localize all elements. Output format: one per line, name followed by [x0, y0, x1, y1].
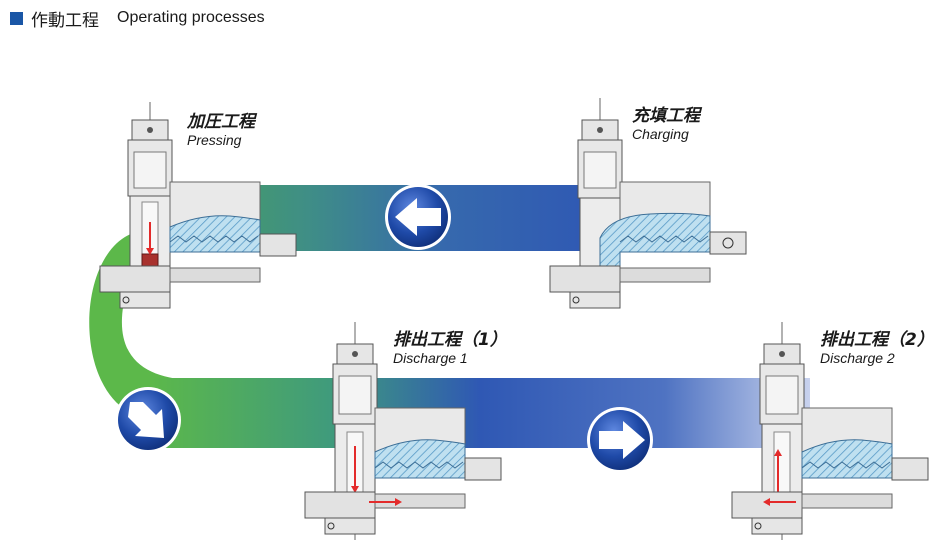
label-pressing-jp: 加圧工程 [187, 112, 255, 132]
header-square-icon [10, 11, 23, 25]
label-pressing: 加圧工程 Pressing [187, 112, 255, 148]
label-charging-en: Charging [632, 126, 689, 142]
label-discharge-1-en: Discharge 1 [393, 350, 468, 366]
machine-discharge-1 [304, 322, 502, 540]
section-header: 作動工程 Operating processes [10, 6, 265, 31]
machine-pressing [99, 102, 297, 309]
label-charging: 充填工程 Charging [632, 106, 700, 142]
machine-discharge-2 [731, 322, 929, 540]
machine-charging [549, 98, 747, 309]
label-charging-jp: 充填工程 [632, 106, 700, 126]
label-discharge-1: 排出工程（1） Discharge 1 [393, 330, 507, 366]
label-discharge-1-jp: 排出工程（1） [393, 330, 507, 350]
label-discharge-2-jp: 排出工程（2） [820, 330, 934, 350]
flow-band-bottom [150, 378, 810, 448]
arrow-down-right-icon [115, 387, 181, 453]
arrow-right-icon [587, 407, 653, 473]
header-title-en: Operating processes [117, 9, 265, 26]
label-discharge-2-en: Discharge 2 [820, 350, 895, 366]
header-title-jp: 作動工程 [31, 10, 99, 31]
label-discharge-2: 排出工程（2） Discharge 2 [820, 330, 934, 366]
arrow-left-icon [385, 184, 451, 250]
label-pressing-en: Pressing [187, 132, 242, 148]
